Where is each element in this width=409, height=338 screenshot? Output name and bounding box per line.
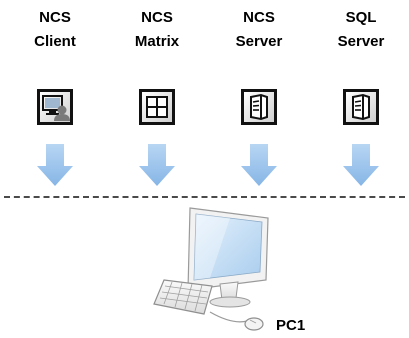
component-label-line1: NCS [10, 6, 100, 30]
desktop-computer-icon [150, 200, 280, 338]
computer-label: PC1 [276, 317, 305, 335]
component-sql-server: SQL Server [316, 0, 406, 190]
client-icon [36, 88, 74, 126]
component-label-line2: Client [10, 30, 100, 54]
component-label: NCS Server [214, 6, 304, 54]
component-label: SQL Server [316, 6, 406, 54]
down-arrow-icon [139, 144, 175, 186]
component-label: NCS Client [10, 6, 100, 54]
matrix-icon [138, 88, 176, 126]
component-ncs-client: NCS Client [10, 0, 100, 190]
down-arrow-icon [241, 144, 277, 186]
component-ncs-matrix: NCS Matrix [112, 0, 202, 190]
component-label-line2: Server [214, 30, 304, 54]
dashed-divider [4, 196, 405, 198]
component-ncs-server: NCS Server [214, 0, 304, 190]
server-icon [240, 88, 278, 126]
component-label-line1: NCS [112, 6, 202, 30]
component-label: NCS Matrix [112, 6, 202, 54]
component-label-line2: Server [316, 30, 406, 54]
component-label-line1: SQL [316, 6, 406, 30]
server-icon [342, 88, 380, 126]
down-arrow-icon [343, 144, 379, 186]
down-arrow-icon [37, 144, 73, 186]
component-label-line1: NCS [214, 6, 304, 30]
component-label-line2: Matrix [112, 30, 202, 54]
